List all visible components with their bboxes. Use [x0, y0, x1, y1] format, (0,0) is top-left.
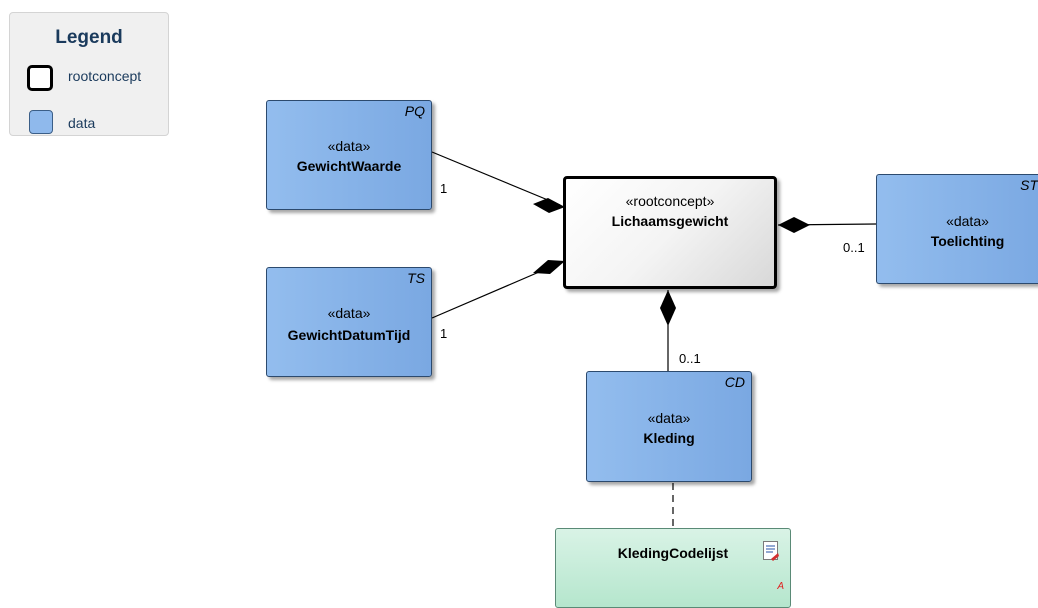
- composition-diamond-gewichtwaarde: [533, 198, 565, 213]
- composition-diamond-gewichtdatumtijd: [533, 260, 565, 274]
- stereotype-label: «data»: [327, 305, 371, 321]
- type-tag: CD: [724, 374, 745, 390]
- legend-title: Legend: [55, 27, 123, 48]
- multiplicity-toelichting: 0..1: [843, 240, 865, 255]
- legend-label-rootconcept: rootconcept: [68, 68, 142, 84]
- multiplicity-gewichtwaarde: 1: [440, 181, 448, 196]
- type-tag: TS: [407, 270, 425, 286]
- multiplicity-gewichtdatumtijd: 1: [440, 326, 448, 341]
- document-icon: [763, 541, 779, 561]
- composition-diamond-toelichting: [778, 217, 810, 233]
- node-name: GewichtWaarde: [296, 158, 402, 174]
- legend-label-data: data: [68, 115, 96, 131]
- legend-panel: Legend rootconcept data: [9, 12, 169, 136]
- node-name: GewichtDatumTijd: [287, 327, 411, 343]
- data-swatch-icon: [29, 110, 53, 134]
- type-tag: PQ: [404, 103, 425, 119]
- multiplicity-kleding: 0..1: [679, 351, 701, 366]
- node-kledingcodelijst[interactable]: KledingCodelijst A: [555, 528, 791, 608]
- node-kleding[interactable]: CD «data» Kleding: [586, 371, 752, 482]
- stereotype-label: «data»: [327, 138, 371, 154]
- node-gewichtdatumtijd[interactable]: TS «data» GewichtDatumTijd: [266, 267, 432, 377]
- stereotype-label: «data»: [647, 410, 691, 426]
- composition-diamond-kleding: [660, 290, 676, 326]
- stereotype-label: «data»: [946, 213, 989, 229]
- rootconcept-swatch-icon: [27, 65, 53, 91]
- node-toelichting[interactable]: ST «data» Toelichting: [876, 174, 1038, 284]
- node-lichaamsgewicht[interactable]: «rootconcept» Lichaamsgewicht: [563, 176, 777, 289]
- type-tag: ST: [1020, 177, 1038, 193]
- node-gewichtwaarde[interactable]: PQ «data» GewichtWaarde: [266, 100, 432, 210]
- association-gewichtwaarde[interactable]: [431, 151, 561, 206]
- node-name: Kleding: [643, 430, 695, 446]
- abstract-marker: A: [777, 581, 784, 592]
- node-name: Lichaamsgewicht: [611, 213, 729, 229]
- node-name: KledingCodelijst: [617, 545, 729, 561]
- stereotype-label: «rootconcept»: [625, 193, 715, 209]
- node-name: Toelichting: [930, 233, 1005, 249]
